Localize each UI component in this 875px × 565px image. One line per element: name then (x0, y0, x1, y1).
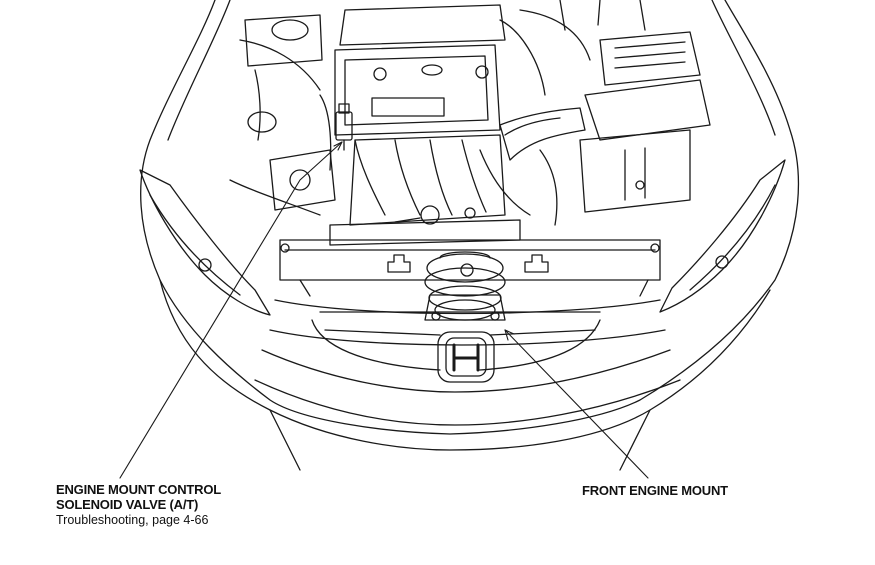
air-intake (499, 31, 711, 213)
left-headlight (139, 169, 271, 316)
leader-lines (119, 141, 649, 479)
solenoid-leader-line (119, 141, 343, 479)
right-headlight (659, 159, 786, 313)
solenoid-valve-part (335, 103, 353, 151)
front-mount-title: FRONT ENGINE MOUNT (582, 483, 728, 498)
solenoid-valve-callout: ENGINE MOUNT CONTROL SOLENOID VALVE (A/T… (56, 482, 221, 528)
car-body-outline (140, 0, 800, 471)
solenoid-title-line2: SOLENOID VALVE (A/T) (56, 497, 199, 512)
front-bumper (254, 299, 681, 426)
solenoid-title-line1: ENGINE MOUNT CONTROL (56, 482, 221, 497)
hoses (319, 0, 646, 226)
front-engine-mount-callout: FRONT ENGINE MOUNT (582, 483, 728, 498)
radiator-support (279, 239, 661, 297)
front-mount-leader-line (504, 329, 649, 479)
grille (311, 311, 601, 371)
engine-block (329, 4, 521, 246)
front-mount-leader-arrow (504, 329, 515, 341)
brand-emblem (437, 331, 495, 383)
front-engine-mount-part (424, 251, 506, 321)
solenoid-reference: Troubleshooting, page 4-66 (56, 513, 209, 527)
left-components (229, 14, 336, 216)
solenoid-leader-arrow (333, 141, 343, 151)
